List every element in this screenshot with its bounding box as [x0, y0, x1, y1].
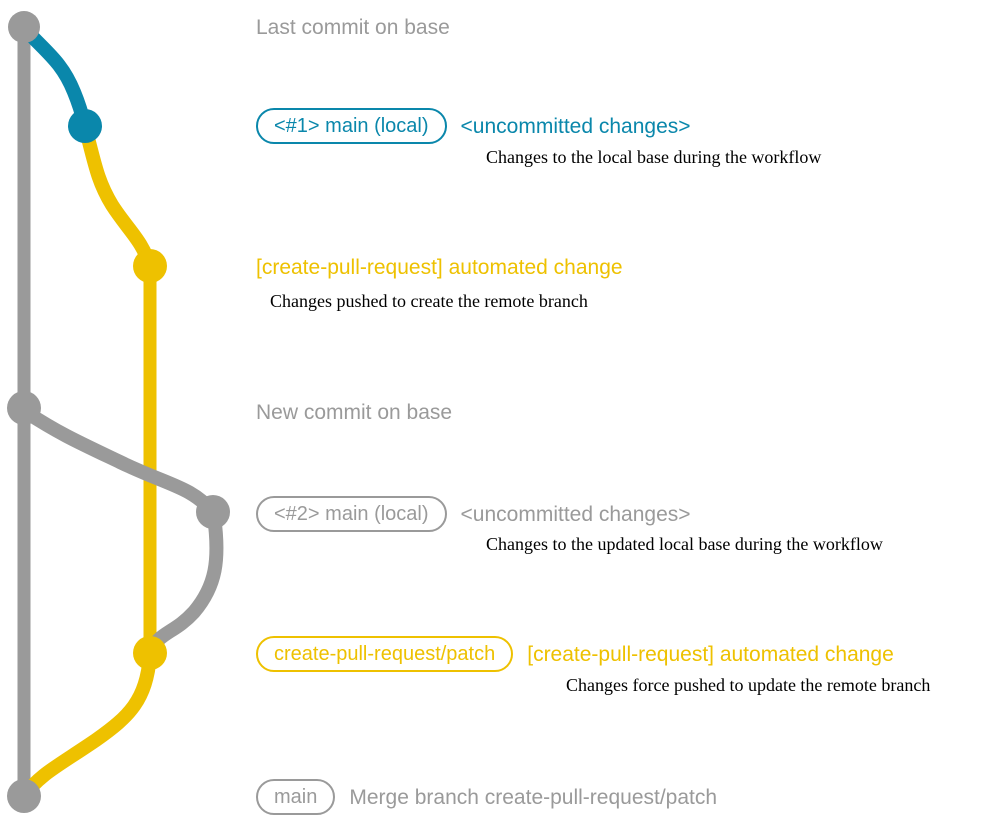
- commit-row-local-2: <#2> main (local) <uncommitted changes>: [256, 496, 691, 532]
- commit-description-local-1: Changes to the local base during the wor…: [486, 147, 822, 167]
- commit-node-new-base[interactable]: [7, 391, 41, 425]
- commit-node-local-1[interactable]: [68, 109, 102, 143]
- commit-subject: Last commit on base: [256, 15, 450, 39]
- commit-node-merge[interactable]: [7, 779, 41, 813]
- commit-row-last-base: Last commit on base: [256, 10, 450, 44]
- branch-pill-main-local-1[interactable]: <#1> main (local): [256, 108, 447, 144]
- edge-base-to-local1: [19, 23, 92, 133]
- commit-description-local-2: Changes to the updated local base during…: [486, 534, 883, 554]
- commit-description-automated-2: Changes force pushed to update the remot…: [566, 675, 931, 695]
- commit-node-automated-1[interactable]: [133, 249, 167, 283]
- commit-row-local-1: <#1> main (local) <uncommitted changes>: [256, 108, 691, 144]
- commit-node-automated-2[interactable]: [133, 636, 167, 670]
- commit-subject: [create-pull-request] automated change: [256, 255, 623, 279]
- branch-pill-main-local-2[interactable]: <#2> main (local): [256, 496, 447, 532]
- commit-description-automated-1: Changes pushed to create the remote bran…: [270, 291, 588, 311]
- commit-subject: <uncommitted changes>: [460, 502, 691, 526]
- edge-local2-to-automated2: [143, 509, 224, 660]
- commit-node-last-base[interactable]: [8, 11, 40, 43]
- branch-pill-create-pull-request-patch[interactable]: create-pull-request/patch: [256, 636, 514, 672]
- commit-subject: Merge branch create-pull-request/patch: [349, 785, 718, 809]
- edge-automated2-to-merge: [17, 649, 157, 803]
- commit-node-local-2[interactable]: [196, 495, 230, 529]
- commit-row-automated-1: [create-pull-request] automated change: [256, 252, 623, 282]
- edge-local1-to-automated1: [79, 123, 157, 273]
- edge-newbase-to-local2: [19, 405, 220, 519]
- commit-subject: [create-pull-request] automated change: [527, 642, 894, 666]
- commit-row-automated-2: create-pull-request/patch [create-pull-r…: [256, 636, 894, 672]
- commit-row-new-base: New commit on base: [256, 395, 452, 429]
- branch-pill-main[interactable]: main: [256, 779, 336, 815]
- commit-row-merge: main Merge branch create-pull-request/pa…: [256, 779, 717, 815]
- commit-subject: <uncommitted changes>: [460, 114, 691, 138]
- commit-subject: New commit on base: [256, 400, 453, 424]
